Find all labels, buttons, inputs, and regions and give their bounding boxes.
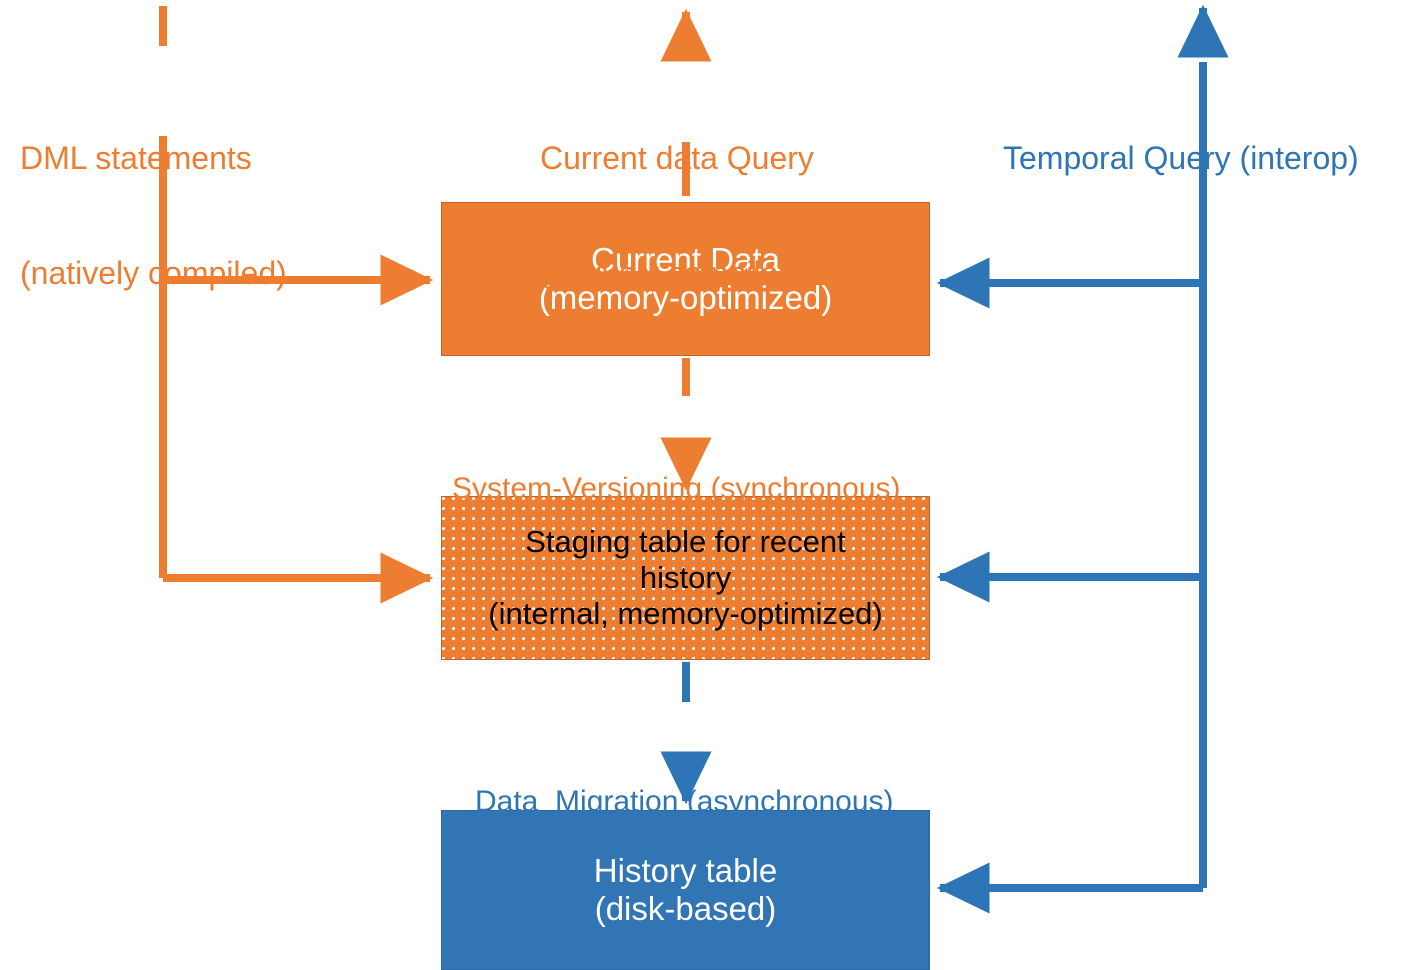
- node-current-data-line1: Current Data: [591, 240, 780, 278]
- label-current-data-query-line2: (natively compiled): [540, 254, 807, 291]
- label-dml-statements-line1: DML statements: [20, 139, 252, 176]
- label-system-versioning-line1: System-Versioning (synchronous): [452, 472, 901, 505]
- node-history-table: History table (disk-based): [441, 810, 930, 970]
- node-current-data: Current Data (memory-optimized): [441, 202, 930, 356]
- label-system-versioning: System-Versioning (synchronous): [452, 399, 901, 579]
- label-temporal-query-line1: Temporal Query (interop): [1003, 139, 1359, 176]
- label-data-migration-line1: Data Migration (asynchronous): [475, 785, 894, 818]
- node-history-table-line1: History table: [593, 851, 778, 889]
- label-temporal-query: Temporal Query (interop): [1003, 62, 1359, 254]
- label-current-data-query-line1: Current data Query: [540, 139, 814, 176]
- node-history-table-line2: (disk-based): [594, 890, 777, 927]
- label-dml-statements: DML statements (natively compiled): [20, 62, 287, 369]
- node-staging-table-line3: (internal, memory-optimized): [488, 595, 883, 631]
- label-current-data-query: Current data Query (natively compiled): [540, 62, 814, 369]
- node-current-data-line2: (memory-optimized): [538, 279, 833, 316]
- label-data-migration: Data Migration (asynchronous): [475, 712, 894, 892]
- label-dml-statements-line2: (natively compiled): [20, 254, 287, 291]
